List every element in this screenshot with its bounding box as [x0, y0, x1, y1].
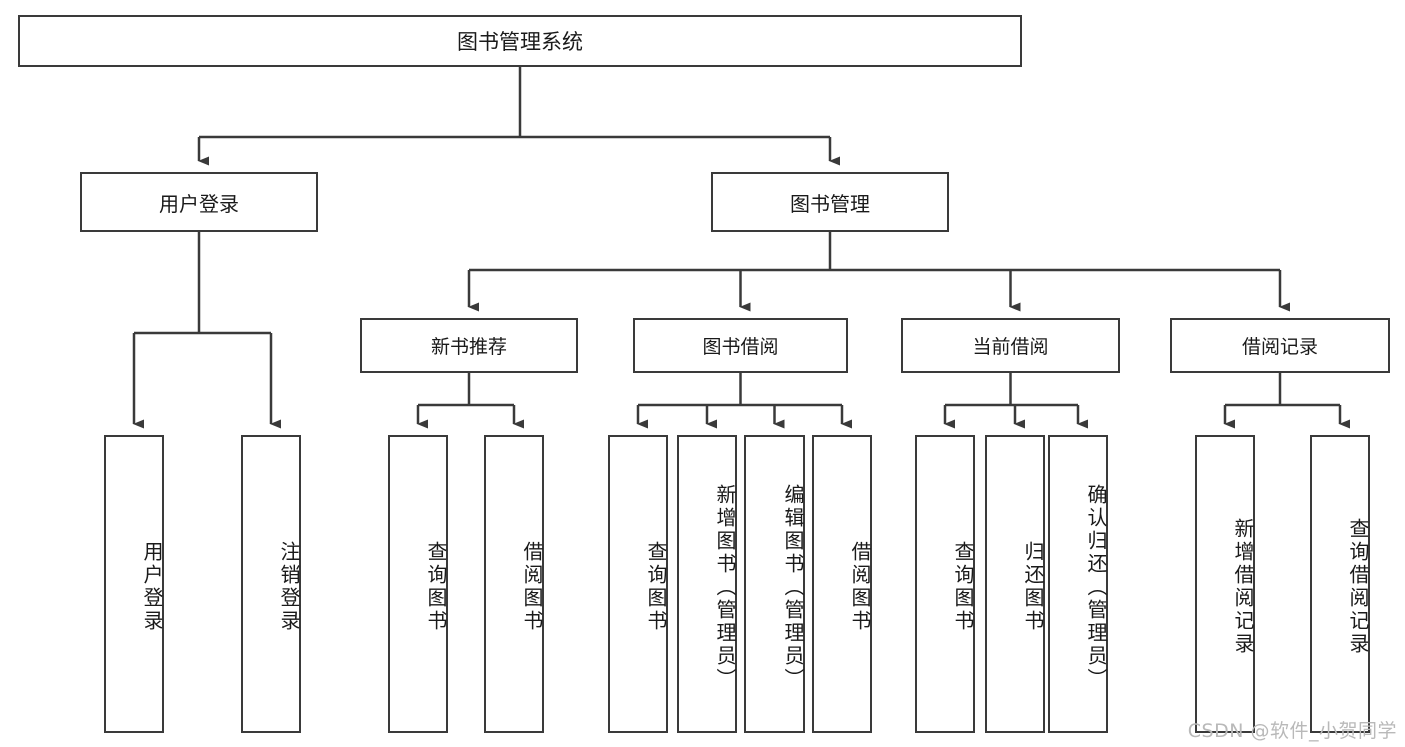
node-label: 确认归还（管理员）	[1084, 483, 1108, 691]
node-label: 归还图书	[1021, 541, 1045, 633]
node-book-borrow[interactable]: 图书借阅	[633, 318, 848, 373]
node-root-system[interactable]: 图书管理系统	[18, 15, 1022, 67]
node-leaf-confirm-return[interactable]: 确认归还（管理员）	[1048, 435, 1108, 733]
node-leaf-return-book[interactable]: 归还图书	[985, 435, 1045, 733]
node-label: 注销登录	[277, 541, 301, 633]
node-label: 查询图书	[644, 541, 668, 633]
node-leaf-borrow-book-2[interactable]: 借阅图书	[812, 435, 872, 733]
node-label: 查询借阅记录	[1346, 518, 1370, 656]
node-leaf-query-record[interactable]: 查询借阅记录	[1310, 435, 1370, 733]
node-leaf-add-book[interactable]: 新增图书（管理员）	[677, 435, 737, 733]
csdn-watermark: CSDN @软件_小贺同学	[1187, 720, 1397, 742]
node-leaf-query-book-3[interactable]: 查询图书	[915, 435, 975, 733]
node-label: 用户登录	[159, 191, 239, 216]
node-current-borrow[interactable]: 当前借阅	[901, 318, 1120, 373]
node-label: 用户登录	[140, 541, 164, 633]
node-book-manage[interactable]: 图书管理	[711, 172, 949, 232]
node-leaf-edit-book[interactable]: 编辑图书（管理员）	[744, 435, 805, 733]
node-label: 新书推荐	[430, 336, 507, 358]
node-label: 新增图书（管理员）	[713, 483, 737, 691]
node-label: 新增借阅记录	[1231, 518, 1255, 656]
node-borrow-records[interactable]: 借阅记录	[1170, 318, 1390, 373]
node-label: 图书借阅	[702, 336, 779, 358]
node-leaf-query-book-2[interactable]: 查询图书	[608, 435, 668, 733]
node-new-book-recommend[interactable]: 新书推荐	[360, 318, 578, 373]
node-user-login[interactable]: 用户登录	[80, 172, 318, 232]
node-label: 当前借阅	[972, 336, 1049, 358]
node-leaf-query-book-1[interactable]: 查询图书	[388, 435, 448, 733]
node-label: 图书管理系统	[457, 30, 583, 54]
node-label: 借阅图书	[520, 541, 544, 633]
node-label: 查询图书	[424, 541, 448, 633]
node-leaf-add-record[interactable]: 新增借阅记录	[1195, 435, 1255, 733]
node-label: 图书管理	[790, 191, 870, 216]
node-label: 查询图书	[951, 541, 975, 633]
node-leaf-logout[interactable]: 注销登录	[241, 435, 301, 733]
node-label: 借阅记录	[1241, 336, 1318, 358]
node-leaf-borrow-book-1[interactable]: 借阅图书	[484, 435, 544, 733]
node-label: 借阅图书	[848, 541, 872, 633]
node-label: 编辑图书（管理员）	[781, 483, 805, 691]
node-leaf-user-login[interactable]: 用户登录	[104, 435, 164, 733]
